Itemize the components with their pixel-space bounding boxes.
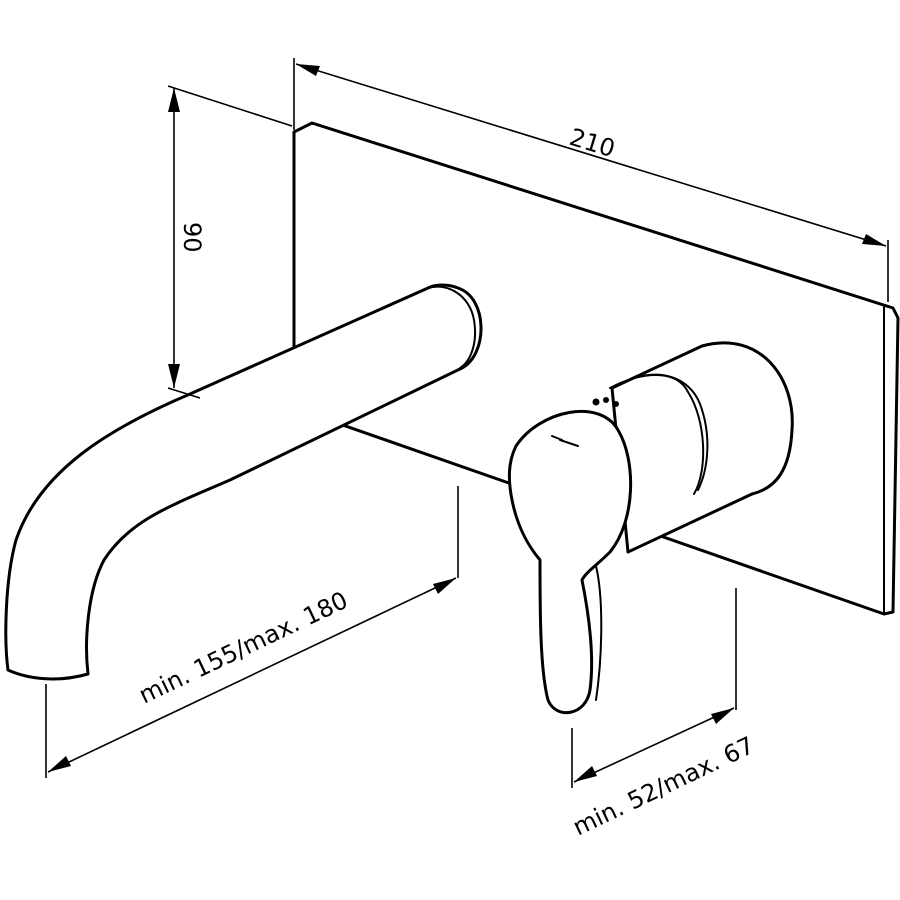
lever-handle [507,409,633,715]
dimension-height: 90 [168,88,206,388]
brand-mark-icon [559,439,579,447]
dimension-lever-depth-label: min. 52/max. 67 [569,731,759,841]
dimension-lever-depth: min. 52/max. 67 [569,707,759,841]
dimension-height-label: 90 [178,222,206,253]
indicator-dot-icon [613,401,619,407]
extension-lines [45,58,889,788]
dimension-spout-length-label: min. 155/max. 180 [135,586,353,709]
mixer-body [592,341,794,554]
spout [4,283,483,681]
dimension-spout-length: min. 155/max. 180 [47,577,457,773]
dimension-width-label: 210 [566,123,618,163]
indicator-dot-icon [592,398,600,406]
indicator-dot-icon [603,397,609,403]
